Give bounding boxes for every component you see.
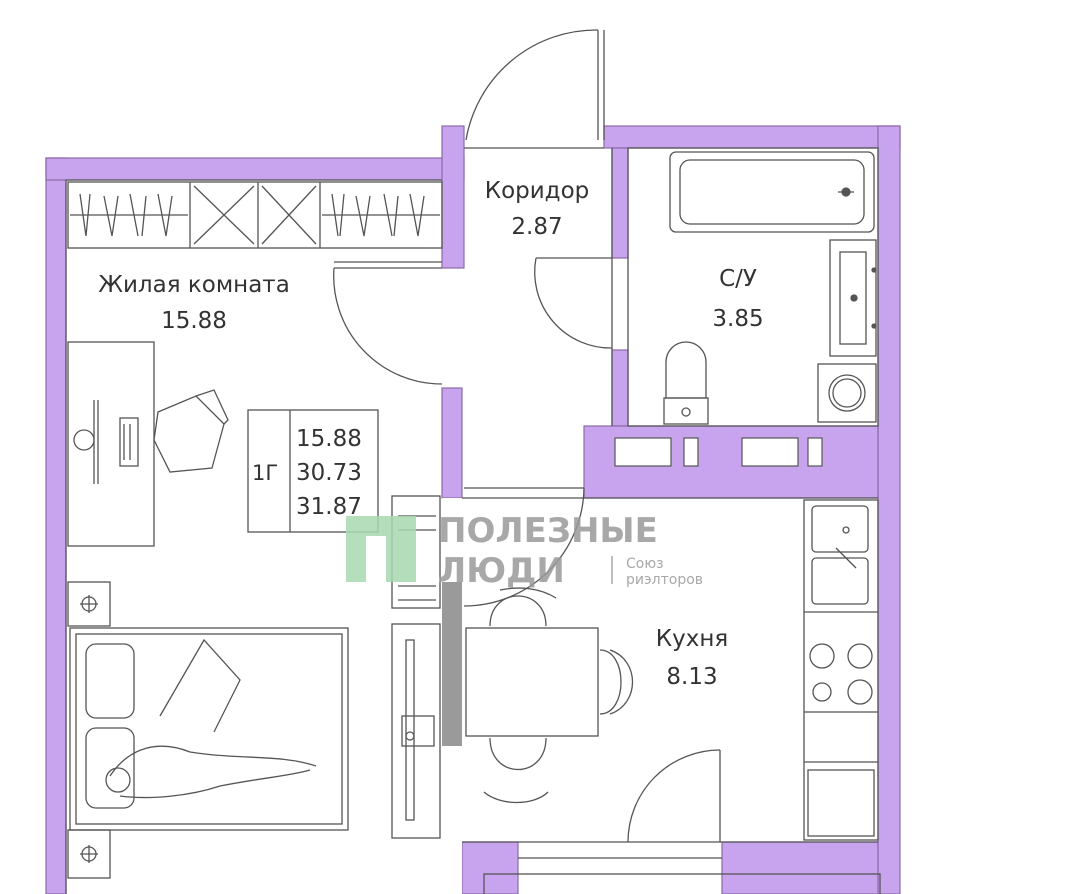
washing-machine xyxy=(817,363,877,423)
thin-outlines xyxy=(65,147,881,894)
entry-door xyxy=(465,29,605,141)
sink-bathroom xyxy=(829,239,877,357)
bed xyxy=(69,627,349,831)
balcony-door xyxy=(627,749,721,843)
kitchen-name: Кухня xyxy=(656,626,728,652)
walls xyxy=(45,125,901,894)
wall-openings xyxy=(614,437,823,467)
desk xyxy=(67,341,155,547)
corridor-area: 2.87 xyxy=(511,214,562,240)
summary-box: 1Г 15.88 30.73 31.87 xyxy=(247,409,379,533)
kitchen-area: 8.13 xyxy=(666,664,717,690)
bathroom-area: 3.85 xyxy=(712,306,763,332)
office-chair xyxy=(153,389,229,473)
logo-line2: ЛЮДИ xyxy=(438,551,565,591)
dining-table xyxy=(465,587,633,804)
corridor-name: Коридор xyxy=(485,178,590,204)
summary-area-with-balcony: 31.87 xyxy=(296,494,362,520)
living-room-name: Жилая комната xyxy=(98,272,290,298)
logo-tagline1: Союз xyxy=(626,556,664,572)
logo-line1: ПОЛЕЗНЫЕ xyxy=(438,511,658,551)
summary-type: 1Г xyxy=(252,461,278,485)
logo-tagline2: риэлторов xyxy=(626,572,703,588)
structural-column xyxy=(442,582,462,746)
bathroom-door xyxy=(534,257,613,349)
tv-cabinet xyxy=(391,495,441,839)
kitchen-door-top xyxy=(463,487,585,607)
bathroom-name: С/У xyxy=(719,266,757,292)
living-door xyxy=(333,261,443,385)
bathtub xyxy=(669,151,875,233)
logo-mark-icon xyxy=(346,516,416,582)
watermark-logo: ПОЛЕЗНЫЕ ЛЮДИ Союз риэлторов xyxy=(346,511,703,591)
summary-total-area: 30.73 xyxy=(296,460,362,486)
kitchen-counter xyxy=(803,499,879,841)
living-room-area: 15.88 xyxy=(161,308,227,334)
wardrobe xyxy=(67,181,443,249)
summary-living-area: 15.88 xyxy=(296,426,362,452)
toilet xyxy=(663,341,709,425)
